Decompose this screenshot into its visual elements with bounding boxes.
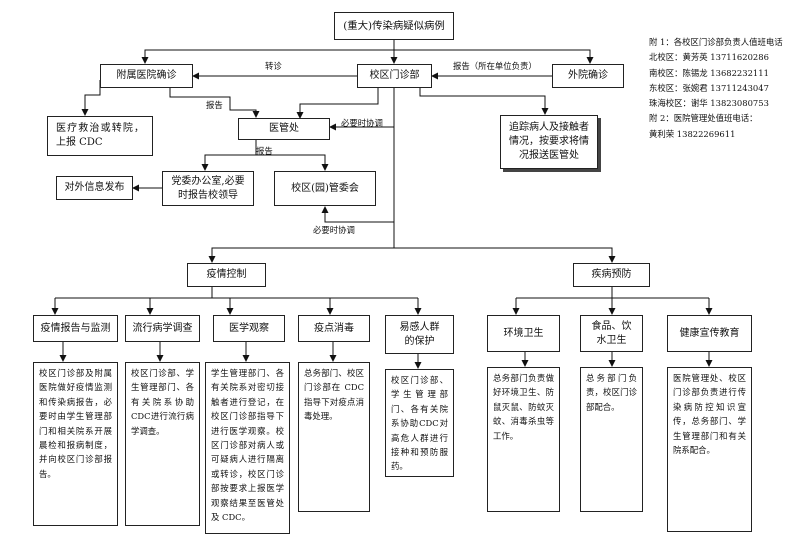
treatment-node: 医疗救治或转院，上报 CDC xyxy=(47,116,153,156)
contact-notes: 附 1：各校区门诊部负责人值班电话 北校区：黄芳英 13711620286 南校… xyxy=(649,35,783,142)
external-release-node: 对外信息发布 xyxy=(56,176,133,200)
note-line: 黄利荣 13822269611 xyxy=(649,128,736,139)
note-line: 附 1：各校区门诊部负责人值班电话 xyxy=(649,37,783,47)
epidemic-control-node: 疫情控制 xyxy=(187,263,266,287)
outside-hospital-node: 外院确诊 xyxy=(552,64,624,88)
affiliated-hospital-node: 附属医院确诊 xyxy=(100,64,193,88)
control-detail-disinfection: 总务部门、校区门诊部在 CDC 指导下对疫点消毒处理。 xyxy=(298,362,370,512)
coordinate-label-1: 必要时协调 xyxy=(341,118,383,128)
control-task-observation: 医学观察 xyxy=(213,315,285,342)
party-office-node: 党委办公室,必要时报告校领导 xyxy=(162,171,254,206)
control-detail-protection: 校区门诊部、学生管理部门、各有关院系协助CDC对高危人群进行接种和预防服药。 xyxy=(385,369,454,477)
note-line: 珠海校区：谢华 13823080753 xyxy=(649,98,769,109)
control-task-report-monitor: 疫情报告与监测 xyxy=(33,315,118,342)
prevention-detail-environment: 总务部门负责做好环境卫生、防鼠灭鼠、防蚊灭蚊、消毒杀虫等工作。 xyxy=(487,367,560,512)
prevention-task-food-water: 食品、饮水卫生 xyxy=(580,315,643,352)
report-unit-label: 报告（所在单位负责） xyxy=(453,61,537,71)
control-detail-report-monitor: 校区门诊部及附属医院做好疫情监测和传染病报告，必要时由学生管理部门和相关院系开展… xyxy=(33,362,118,526)
report-label-1: 报告 xyxy=(206,100,223,110)
transfer-label: 转诊 xyxy=(265,61,282,71)
edge-report-to-office xyxy=(169,88,260,118)
edge-office-to-committee xyxy=(256,154,329,171)
prevention-task-health-education: 健康宣传教育 xyxy=(667,315,752,352)
prevention-detail-health-education: 医院管理处、校区门诊部负责进行传染病防控知识宣传，总务部门、学生管理部门和有关院… xyxy=(667,367,752,532)
edge-coordinate-2 xyxy=(321,206,394,223)
control-task-disinfection: 疫点消毒 xyxy=(298,315,370,342)
edge-clinic-to-office xyxy=(296,88,379,119)
control-task-protection: 易感人群的保护 xyxy=(385,315,454,354)
disease-prevention-node: 疾病预防 xyxy=(573,263,650,287)
note-line: 南校区：陈锡龙 13682232111 xyxy=(649,67,769,78)
campus-clinic-node: 校区门诊部 xyxy=(357,64,432,88)
control-detail-epidemiology: 校区门诊部、学生管理部门、各有关院系协助CDC进行流行病学调查。 xyxy=(125,362,200,526)
edge-trunk-to-control xyxy=(208,247,394,263)
note-line: 东校区：张婉君 13711243047 xyxy=(649,82,769,93)
edge-trunk-to-prevention xyxy=(394,247,616,263)
note-line: 北校区：黄芳英 13711620286 xyxy=(649,52,769,63)
prevention-task-environment: 环境卫生 xyxy=(487,315,560,352)
coordinate-label-2: 必要时协调 xyxy=(313,225,355,235)
report-label-2: 报告 xyxy=(256,146,273,156)
note-line: 附 2：医院管理处值班电话： xyxy=(649,113,758,124)
control-detail-observation: 学生管理部门、各有关院系对密切接触者进行登记，在校区门诊部指导下进行医学观察。校… xyxy=(205,362,290,534)
edge-title-to-outside xyxy=(394,49,594,64)
edge-office-to-party xyxy=(201,140,257,171)
edge-clinic-to-trace xyxy=(419,86,549,115)
prevention-detail-food-water: 总务部门负责，校区门诊部配合。 xyxy=(580,367,643,512)
campus-committee-node: 校区(园)管委会 xyxy=(274,171,376,206)
edge-affiliated-to-treatment xyxy=(81,80,101,116)
trace-contacts-node: 追踪病人及接触者情况，按要求将情况报送医管处 xyxy=(500,115,598,169)
title-node: (重大)传染病疑似病例 xyxy=(334,12,454,40)
control-task-epidemiology: 流行病学调查 xyxy=(125,315,200,342)
medical-office-node: 医管处 xyxy=(238,118,330,140)
